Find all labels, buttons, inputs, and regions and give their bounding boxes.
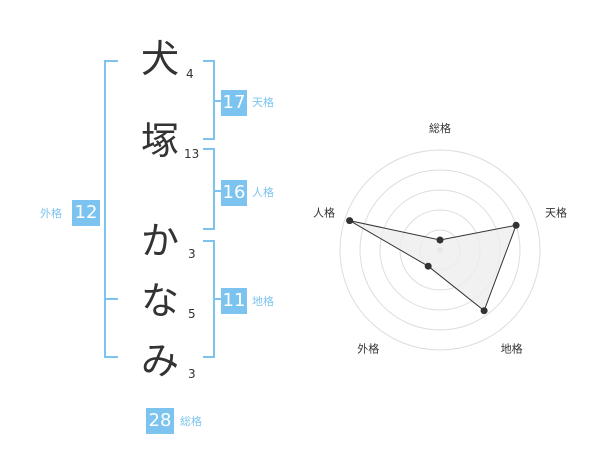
tenkaku-value-badge: 17 [221, 90, 247, 116]
chikaku-bracket-tick [215, 298, 221, 300]
tenkaku-bracket [203, 60, 215, 140]
name-char-5: み [140, 339, 179, 383]
radar-ring-4 [359, 169, 521, 331]
gaikaku-bracket-divider [104, 298, 118, 300]
name-char-1: 犬 [140, 37, 179, 81]
gaikaku-value-badge: 12 [72, 200, 100, 226]
soukaku-value-badge: 28 [146, 408, 174, 434]
radar-point-1 [436, 236, 444, 244]
jinkaku-value-badge: 16 [221, 180, 247, 206]
radar-ring-5 [339, 149, 541, 351]
chikaku-value-badge: 11 [221, 288, 247, 314]
chikaku-label: 地格 [252, 295, 274, 308]
jinkaku-bracket [203, 148, 215, 230]
stroke-count-1: 4 [186, 67, 194, 81]
chikaku-bracket [203, 240, 215, 358]
name-char-3: か [140, 219, 179, 263]
soukaku-label: 総格 [180, 415, 202, 428]
name-char-2: 塚 [140, 119, 179, 163]
gaikaku-bracket [104, 60, 118, 358]
radar-point-3 [480, 307, 488, 315]
radar-axis-label-2: 天格 [545, 205, 567, 219]
radar-axis-label-4: 外格 [357, 342, 379, 356]
stroke-count-4: 5 [188, 307, 196, 321]
tenkaku-bracket-tick [215, 100, 221, 102]
radar-point-5 [346, 217, 354, 225]
stroke-count-5: 3 [188, 367, 196, 381]
radar-axis-label-5: 人格 [313, 205, 335, 219]
stroke-count-2: 13 [184, 147, 200, 161]
tenkaku-label: 天格 [252, 96, 274, 109]
radar-point-2 [512, 221, 520, 229]
radar-area [349, 220, 517, 312]
radar-axis-label-3: 地格 [501, 342, 523, 356]
radar-point-4 [424, 262, 432, 270]
name-char-4: な [140, 279, 179, 323]
jinkaku-bracket-tick [215, 190, 221, 192]
gaikaku-label: 外格 [40, 207, 62, 220]
radar-axis-label-1: 総格 [429, 121, 451, 135]
stroke-count-3: 3 [188, 247, 196, 261]
jinkaku-label: 人格 [252, 186, 274, 199]
